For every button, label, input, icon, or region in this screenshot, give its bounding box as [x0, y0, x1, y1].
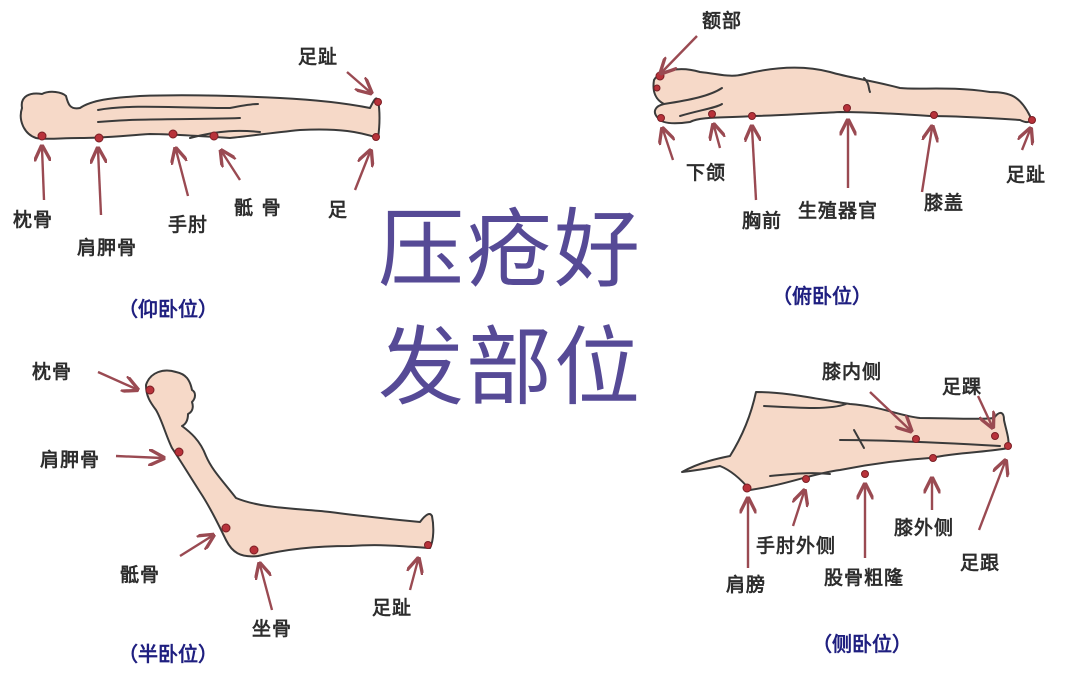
- marker-sacrum: [209, 131, 219, 141]
- label-semi-scapula: 肩胛骨: [40, 449, 101, 471]
- semi-recumbent-figure: [97, 369, 435, 611]
- label-prone-genitals: 生殖器官: [798, 200, 879, 222]
- pose-label-semi-recumbent: （半卧位）: [118, 642, 218, 666]
- label-lateral-outer-knee: 膝外侧: [894, 517, 955, 539]
- label-prone-toes: 足趾: [1006, 164, 1047, 186]
- marker-toes: [424, 541, 432, 549]
- label-lateral-heel: 足跟: [960, 552, 1001, 574]
- marker-knee: [930, 111, 938, 119]
- marker-heel: [1004, 442, 1012, 450]
- marker-inner-knee: [912, 435, 920, 443]
- marker-elbow: [168, 129, 178, 139]
- label-supine-sacrum: 骶 骨: [234, 197, 282, 219]
- label-prone-chin: 下颌: [686, 162, 727, 184]
- pose-label-lateral: （侧卧位）: [812, 632, 912, 656]
- label-semi-ischium: 坐骨: [252, 618, 293, 640]
- label-supine-occiput: 枕骨: [13, 209, 54, 231]
- marker-scapula: [174, 447, 184, 457]
- marker-chest: [748, 112, 756, 120]
- marker-greater-trochanter: [861, 470, 869, 478]
- pose-label-supine: （仰卧位）: [118, 297, 218, 321]
- marker-ischium: [249, 545, 259, 555]
- marker-shoulder: [742, 483, 752, 493]
- marker-toes: [374, 98, 382, 106]
- label-semi-occiput: 枕骨: [32, 361, 73, 383]
- marker-jaw: [708, 110, 716, 118]
- marker-sacrum: [221, 523, 231, 533]
- label-prone-forehead: 额部: [702, 10, 743, 32]
- marker-outer-knee: [929, 454, 937, 462]
- lateral-figure: [681, 391, 1012, 568]
- label-prone-chest: 胸前: [742, 210, 783, 232]
- label-lateral-shoulder: 肩膀: [726, 574, 767, 596]
- pose-label-prone: （俯卧位）: [772, 284, 872, 308]
- marker-occiput: [145, 385, 155, 395]
- label-lateral-outer-elbow: 手肘外侧: [756, 535, 837, 557]
- marker-ankle: [991, 432, 999, 440]
- marker-genitals: [843, 104, 851, 112]
- label-lateral-greater-trochanter: 股骨粗隆: [824, 567, 905, 589]
- label-prone-knee: 膝盖: [924, 192, 965, 214]
- marker-outer-elbow: [802, 475, 810, 483]
- marker-toes: [1028, 116, 1036, 124]
- label-supine-scapula: 肩胛骨: [77, 237, 138, 259]
- label-semi-sacrum: 骶骨: [120, 564, 161, 586]
- marker-occiput: [37, 131, 47, 141]
- title-line-2: 发部位: [378, 318, 642, 418]
- label-supine-heel: 足: [328, 199, 349, 221]
- label-lateral-ankle: 足踝: [942, 376, 983, 398]
- marker-chin: [657, 114, 665, 122]
- label-semi-toes: 足趾: [372, 597, 413, 619]
- marker-forehead-2: [653, 84, 661, 92]
- title-line-1: 压疮好: [378, 200, 642, 300]
- marker-forehead: [655, 71, 665, 81]
- label-supine-toes: 足趾: [298, 46, 339, 68]
- label-lateral-inner-knee: 膝内侧: [822, 361, 883, 383]
- prone-figure: [652, 35, 1036, 201]
- marker-scapula: [94, 133, 104, 143]
- marker-heel: [372, 133, 380, 141]
- supine-figure: [19, 71, 382, 216]
- label-supine-elbow: 手肘: [168, 214, 209, 236]
